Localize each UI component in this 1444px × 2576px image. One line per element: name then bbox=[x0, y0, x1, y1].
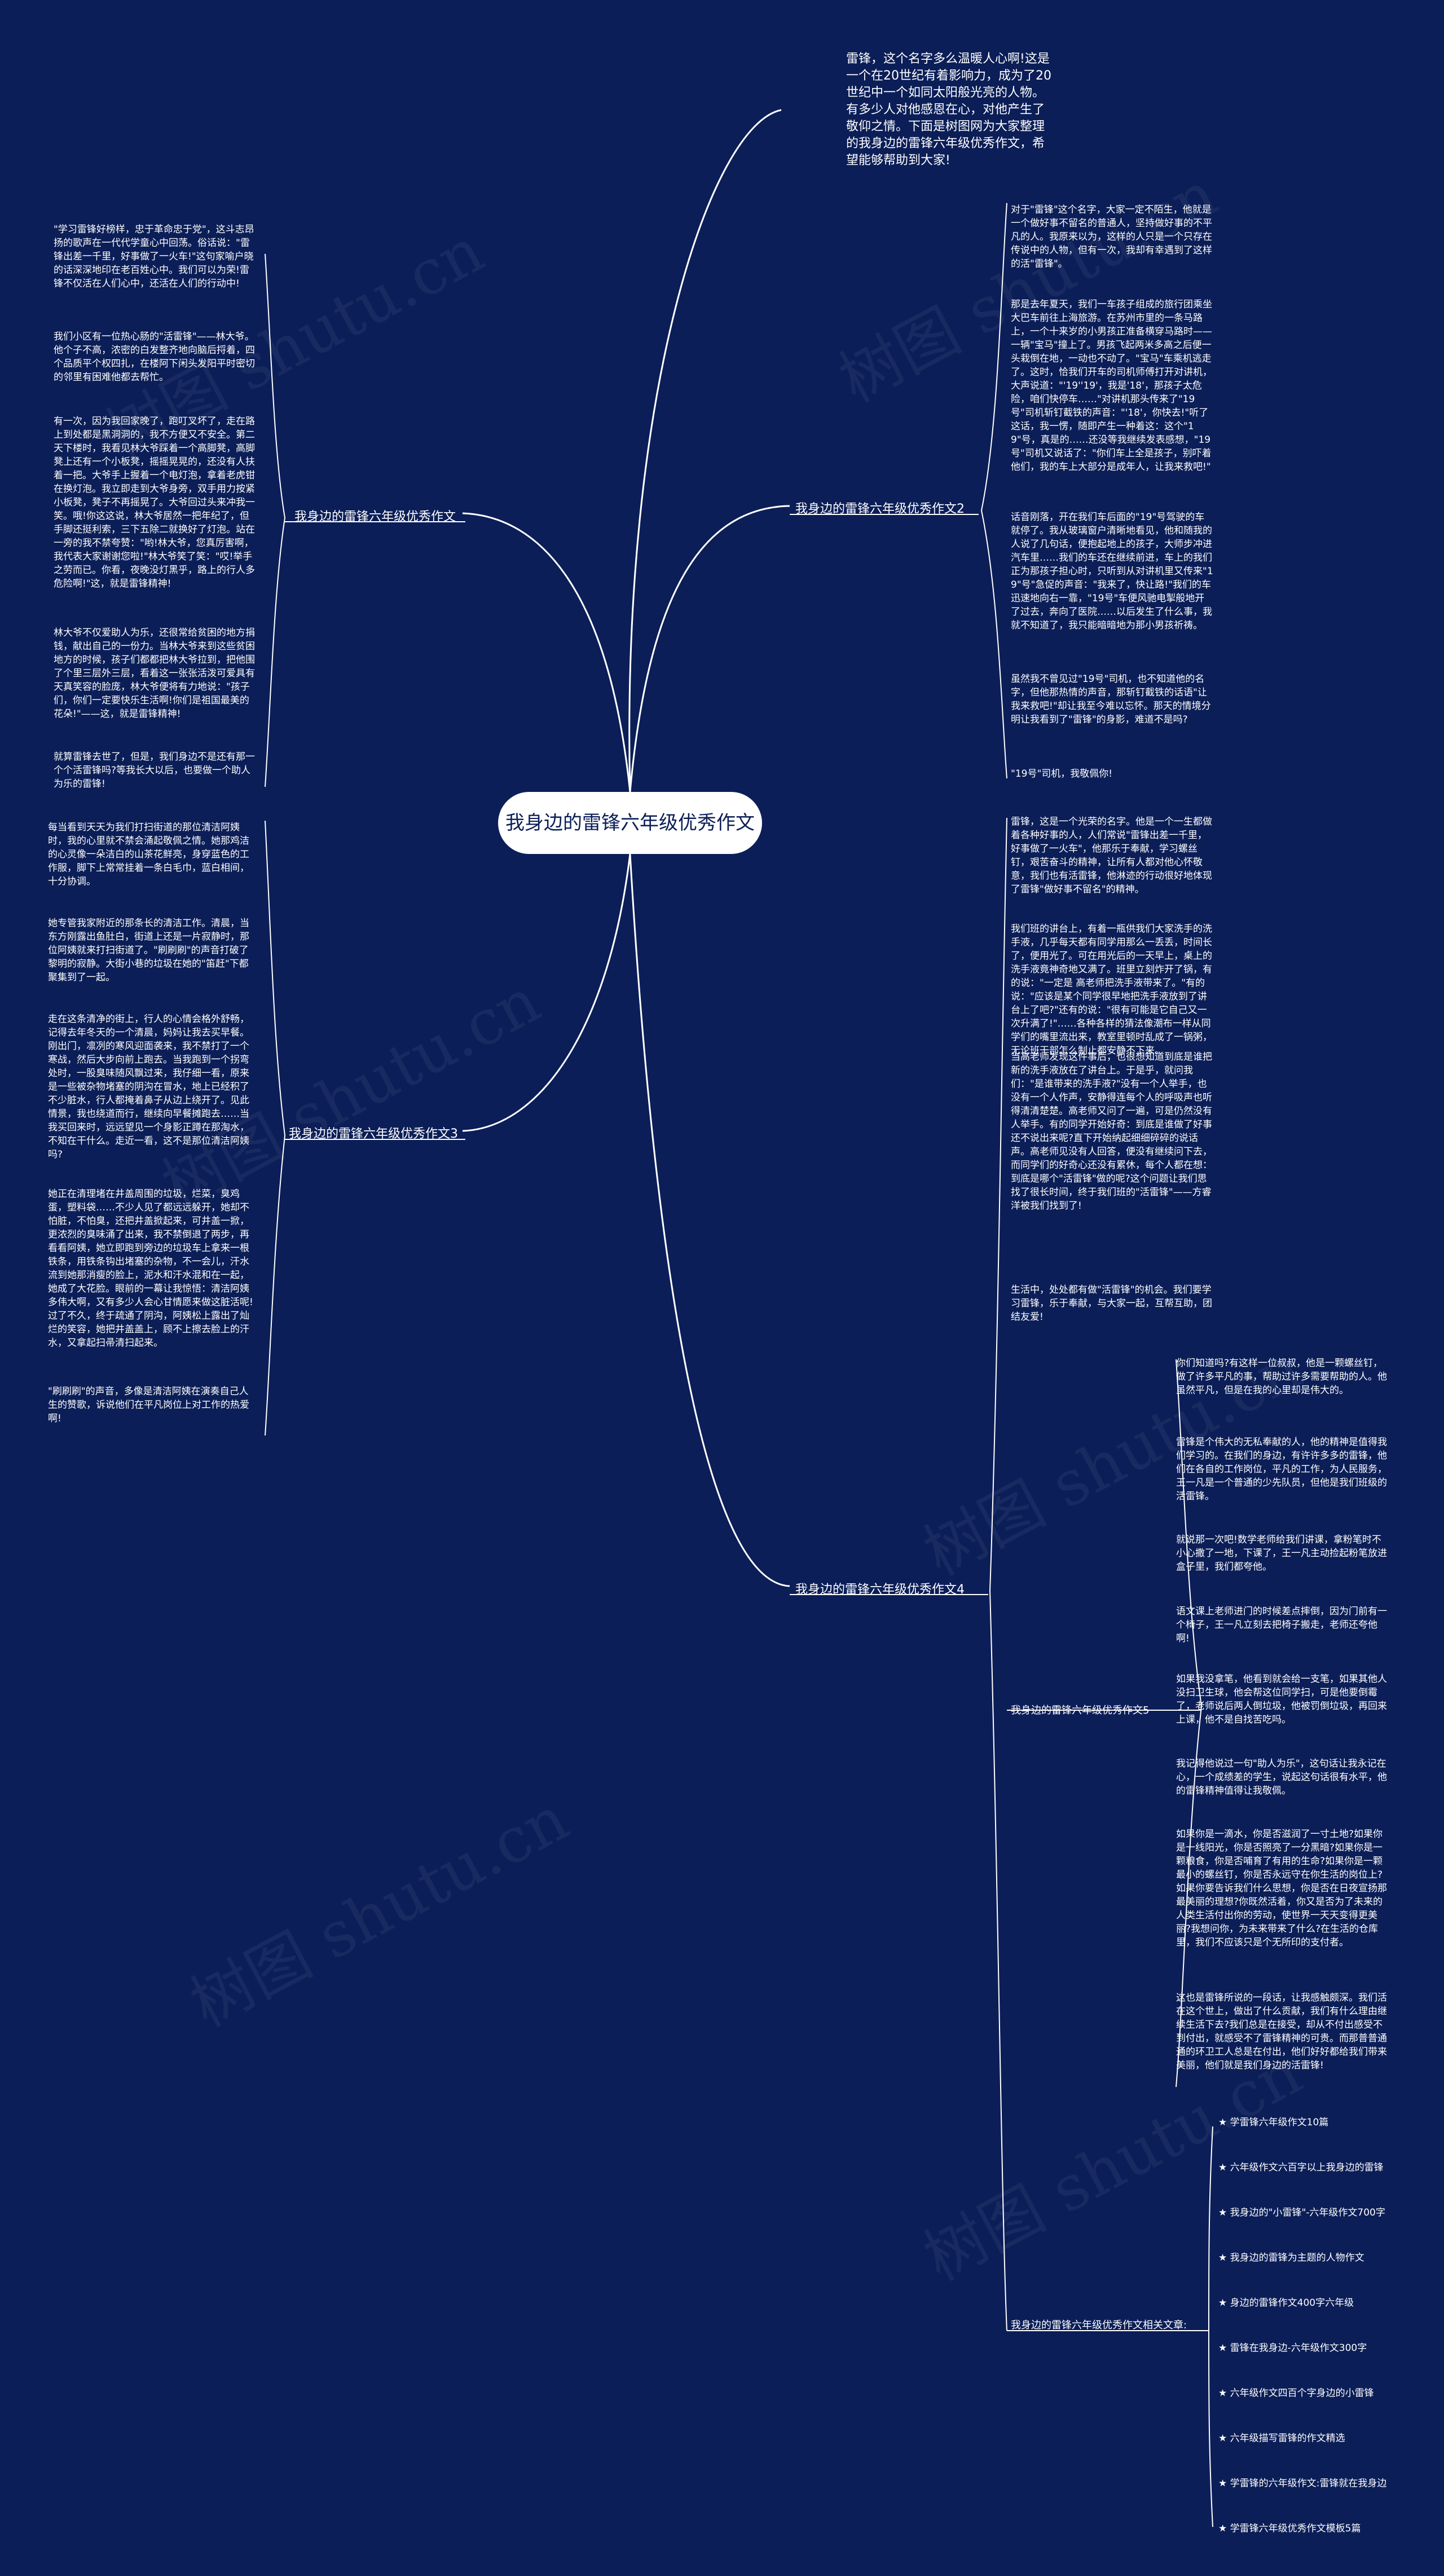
b3-paragraph: "刷刷刷"的声音，多像是清洁阿姨在演奏自己人生的赞歌，诉说他们在平凡岗位上对工作… bbox=[48, 1386, 249, 1424]
branch-b4-title[interactable]: 我身边的雷锋六年级优秀作文4 bbox=[795, 1583, 965, 1597]
related-link[interactable]: ★ 学雷锋六年级作文10篇 bbox=[1218, 2117, 1329, 2128]
b1-paragraph: 我们小区有一位热心肠的"活雷锋"——林大爷。他个子不高，浓密的白发整齐地向脑后捋… bbox=[54, 331, 255, 383]
b3-paragraph: 她专管我家附近的那条长的清洁工作。清晨，当东方刚露出鱼肚白，街道上还是一片寂静时… bbox=[48, 918, 249, 983]
connector-b3 bbox=[462, 853, 631, 1132]
related-link[interactable]: ★ 六年级描写雷锋的作文精选 bbox=[1218, 2433, 1345, 2444]
branch-b2-title[interactable]: 我身边的雷锋六年级优秀作文2 bbox=[795, 502, 965, 516]
related-link[interactable]: ★ 雷锋在我身边-六年级作文300字 bbox=[1218, 2342, 1367, 2354]
b5-paragraph: 这也是雷锋所说的一段话，让我感触颇深。我们活在这个世上，做出了什么贡献，我们有什… bbox=[1176, 1992, 1387, 2071]
b3-paragraph: 走在这条清净的街上，行人的心情会格外舒畅，记得去年冬天的一个清晨，妈妈让我去买早… bbox=[48, 1014, 249, 1160]
related-link[interactable]: ★ 我身边的"小雷锋"-六年级作文700字 bbox=[1218, 2207, 1385, 2218]
b5-paragraph: 雷锋是个伟大的无私奉献的人，他的精神是值得我们学习的。在我们的身边，有许许多多的… bbox=[1176, 1437, 1387, 1502]
b3-paragraph: 她正在清理堵在井盖周围的垃圾，烂菜，臭鸡蛋，塑料袋……不少人见了都远远躲开，她却… bbox=[48, 1188, 253, 1349]
b2-paragraph: 那是去年夏天，我们一车孩子组成的旅行团乘坐大巴车前往上海旅游。在苏州市里的一条马… bbox=[1011, 299, 1212, 473]
b4-paragraph: 当高老师发现这件事后，也很想知道到底是谁把新的洗手液放在了讲台上。于是乎，就问我… bbox=[1011, 1051, 1212, 1212]
related-link[interactable]: ★ 我身边的雷锋为主题的人物作文 bbox=[1218, 2252, 1364, 2264]
b2-paragraph: 虽然我不曾见过"19号"司机，也不知道他的名字，但他那热情的声音，那斩钉截铁的话… bbox=[1011, 673, 1211, 725]
b5-paragraph: 你们知道吗?有这样一位叔叔，他是一颗螺丝钉，做了许多平凡的事，帮助过许多需要帮助… bbox=[1176, 1358, 1387, 1396]
b5-paragraph: 如果我没拿笔，他看到就会给一支笔，如果其他人没扫卫生球，他会帮这位同学扫，可是他… bbox=[1176, 1674, 1387, 1725]
b1-paragraph: 有一次，因为我回家晚了，跑叮叉坏了，走在路上到处都是黑洞洞的，我不方便又不安全。… bbox=[54, 416, 255, 589]
b1-paragraph: 就算雷锋去世了，但是，我们身边不是还有那一个个活雷锋吗?等我长大以后，也要做一个… bbox=[54, 751, 255, 790]
connector-b4 bbox=[629, 853, 790, 1587]
branch-b1-title[interactable]: 我身边的雷锋六年级优秀作文 bbox=[294, 510, 456, 524]
branch-b5-title[interactable]: 我身边的雷锋六年级优秀作文5 bbox=[1011, 1705, 1150, 1716]
connector-intro bbox=[628, 109, 782, 792]
b2-paragraph: 话音刚落，开在我们车后面的"19"号驾驶的车就停了。我从玻璃窗户清晰地看见，他和… bbox=[1011, 512, 1213, 631]
b4-paragraph: 雷锋，这是一个光荣的名字。他是一个一生都做着各种好事的人，人们常说"雷锋出差一千… bbox=[1011, 816, 1212, 895]
intro-text: 雷锋，这个名字多么温暖人心啊!这是一个在20世纪有着影响力，成为了20世纪中一个… bbox=[846, 52, 1051, 168]
b5-paragraph: 就说那一次吧!数学老师给我们讲课，拿粉笔时不小心撒了一地，下课了，王一凡主动捡起… bbox=[1176, 1534, 1387, 1573]
branch-b3-title[interactable]: 我身边的雷锋六年级优秀作文3 bbox=[289, 1127, 458, 1141]
b2-paragraph: 对于"雷锋"这个名字，大家一定不陌生，他就是一个做好事不留名的普通人，坚持做好事… bbox=[1011, 204, 1212, 270]
b2-paragraph: "19号"司机，我敬佩你! bbox=[1011, 768, 1113, 780]
b1-paragraph: "学习雷锋好榜样，忠于革命忠于党"，这斗志昂扬的歌声在一代代学童心中回荡。俗话说… bbox=[54, 224, 254, 289]
related-link[interactable]: ★ 六年级作文六百字以上我身边的雷锋 bbox=[1218, 2162, 1384, 2173]
b1-paragraph: 林大爷不仅爱助人为乐，还很常给贫困的地方捐钱，献出自己的一份力。当林大爷来到这些… bbox=[54, 627, 255, 720]
related-link[interactable]: ★ 身边的雷锋作文400字六年级 bbox=[1218, 2297, 1354, 2309]
b5-paragraph: 我记得他说过一句"助人为乐"，这句话让我永记在心，一个成绩差的学生，说起这句话很… bbox=[1176, 1758, 1387, 1796]
b5-paragraph: 如果你是一滴水，你是否滋润了一寸土地?如果你是一线阳光，你是否照亮了一分黑暗?如… bbox=[1176, 1829, 1387, 1948]
related-link[interactable]: ★ 学雷锋的六年级作文:雷锋就在我身边 bbox=[1218, 2478, 1387, 2489]
connector-b1 bbox=[462, 512, 631, 792]
b4-paragraph: 生活中，处处都有做"活雷锋"的机会。我们要学习雷锋，乐于奉献，与大家一起，互帮互… bbox=[1011, 1284, 1212, 1323]
root-topic[interactable]: 我身边的雷锋六年级优秀作文 bbox=[498, 792, 762, 854]
related-link[interactable]: ★ 学雷锋六年级优秀作文模板5篇 bbox=[1218, 2523, 1361, 2534]
b3-paragraph: 每当看到天天为我们打扫街道的那位清洁阿姨时，我的心里就不禁会涌起敬佩之情。她那鸡… bbox=[48, 822, 249, 887]
branch-related-title[interactable]: 我身边的雷锋六年级优秀作文相关文章: bbox=[1011, 2319, 1187, 2331]
b5-paragraph: 语文课上老师进门的时候差点摔倒，因为门前有一个椅子，王一凡立刻去把椅子搬走，老师… bbox=[1176, 1606, 1387, 1644]
related-link[interactable]: ★ 六年级作文四百个字身边的小雷锋 bbox=[1218, 2388, 1374, 2399]
b4-paragraph: 我们班的讲台上，有着一瓶供我们大家洗手的洗手液，几乎每天都有同学用那么一丢丢，时… bbox=[1011, 923, 1212, 1056]
connector-b2 bbox=[629, 505, 790, 792]
